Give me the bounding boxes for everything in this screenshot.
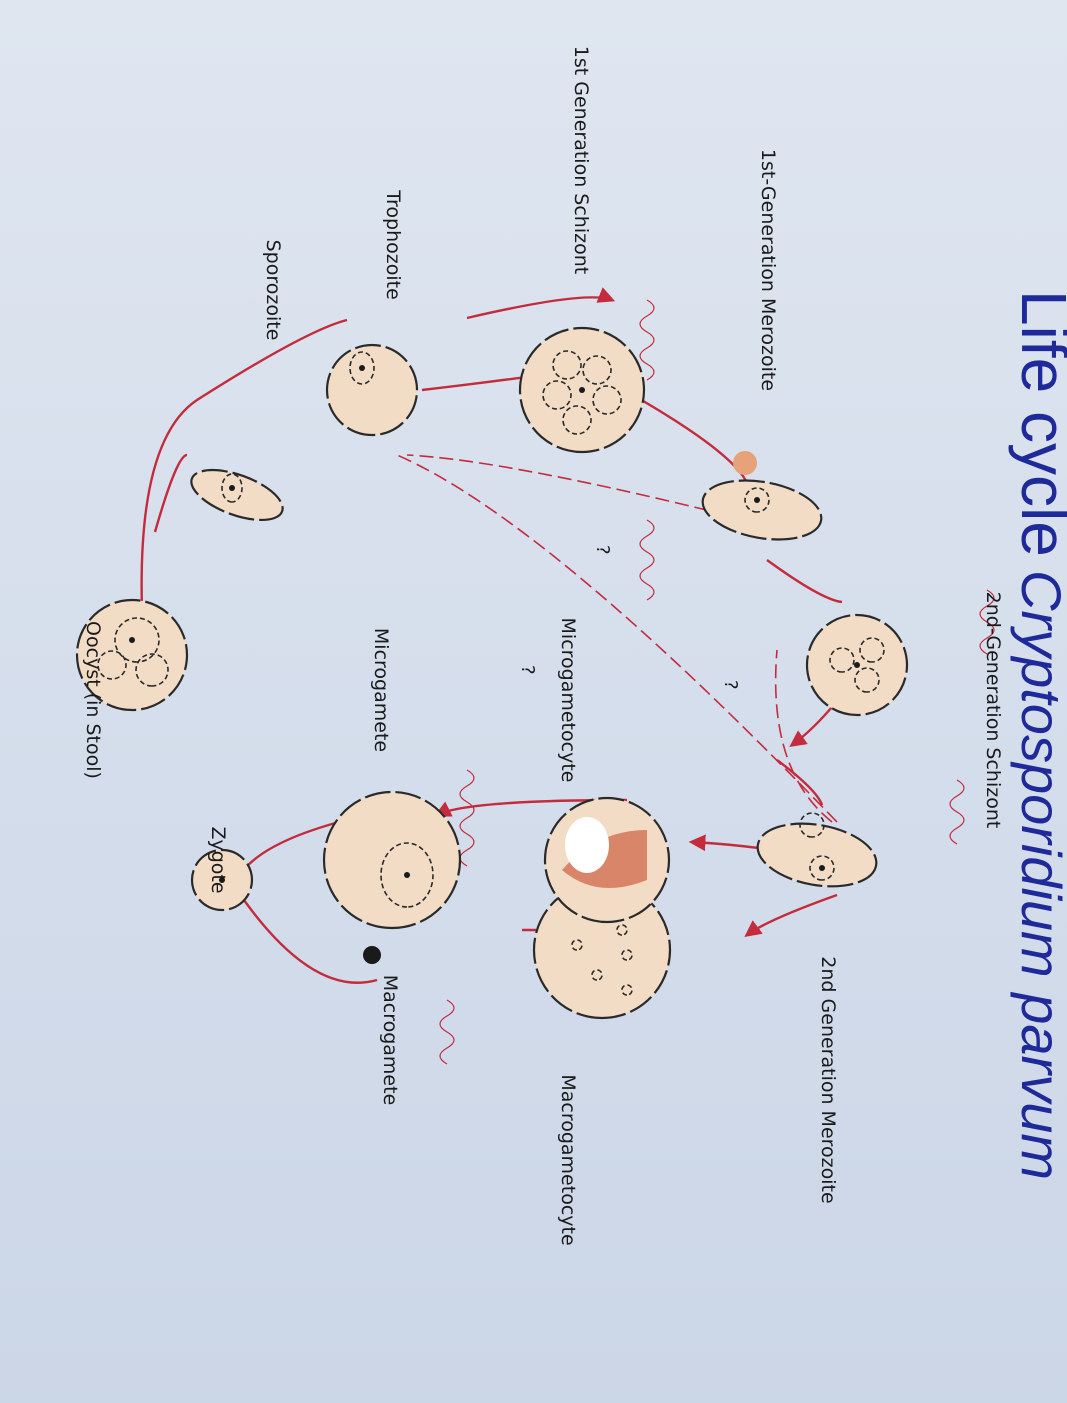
label-1st-gen-schizont: 1st Generation Schizont xyxy=(570,46,592,274)
arrow-schizont-merozoite1 xyxy=(767,560,842,602)
label-2nd-gen-schizont: 2nd-Generation Schizont xyxy=(982,592,1004,829)
cell-trophozoite xyxy=(327,345,417,435)
question-marks: ? ? ? xyxy=(517,545,741,690)
cell-2nd-gen-merozoite xyxy=(753,813,882,895)
arrow-oocyst-sporozoite xyxy=(155,455,187,532)
arrow-zygote-oocyst xyxy=(142,320,347,610)
diagram-subtitle: Life cycle xyxy=(1008,290,1067,557)
label-2nd-gen-merozoite: 2nd Generation Merozoite xyxy=(817,956,839,1203)
cell-sporozoite xyxy=(185,460,289,530)
label-microgamete: Microgamete xyxy=(370,628,392,752)
cell-1st-gen-merozoite xyxy=(698,451,826,548)
label-macrogamete: Macrogamete xyxy=(379,975,401,1106)
cell-microgamete xyxy=(324,792,460,928)
label-macrogametocyte: Macrogametocyte xyxy=(557,1074,579,1245)
question-mark: ? xyxy=(592,545,613,555)
label-1st-gen-merozoite: 1st-Generation Merozoite xyxy=(757,149,779,391)
diagram-title: Cryptosporidium parvum xyxy=(1010,570,1067,1180)
arrow-sporozoite-trophozoite xyxy=(467,297,612,318)
label-zygote: Zygote xyxy=(207,826,229,893)
question-mark: ? xyxy=(720,680,741,690)
arrow-merozoite2-macrogametocyte xyxy=(747,895,837,935)
question-mark: ? xyxy=(517,665,538,675)
title-block: Life cycle Cryptosporidium parvum xyxy=(1008,290,1067,1180)
label-trophozoite: Trophozoite xyxy=(382,189,404,300)
cell-2nd-gen-schizont xyxy=(807,615,907,715)
cell-macrogamete xyxy=(363,946,381,964)
cell-1st-gen-schizont xyxy=(520,328,644,452)
arrow-schizont2-merozoite2 xyxy=(777,760,822,805)
label-microgametocyte: Microgametocyte xyxy=(557,618,579,783)
label-oocyst: Oocyst (in Stool) xyxy=(82,621,104,779)
label-sporozoite: Sporozoite xyxy=(262,240,284,341)
cell-microgametocyte xyxy=(545,798,669,922)
